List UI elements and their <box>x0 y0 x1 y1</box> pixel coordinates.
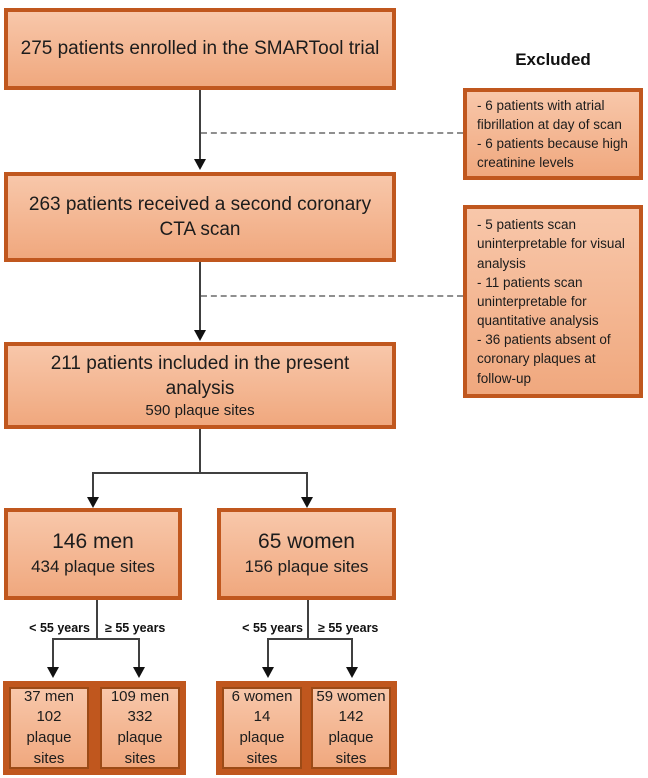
connector-to-men <box>92 472 94 498</box>
leaf-box-women-over55: 59 women 142 plaque sites <box>311 687 391 769</box>
arrowhead-to-women <box>301 497 313 508</box>
connector-to-women <box>306 472 308 498</box>
excluded-box-2: - 5 patients scan uninterpretable for vi… <box>463 205 643 398</box>
flow-box-included: 211 patients included in the present ana… <box>4 342 396 429</box>
connector-men-over55 <box>138 638 140 667</box>
arrowhead-to-men <box>87 497 99 508</box>
excluded-box-1-text: - 6 patients with atrial fibrillation at… <box>477 97 628 171</box>
connector-men-under55 <box>52 638 54 667</box>
leaf-box-men-over55: 109 men 332 plaque sites <box>100 687 180 769</box>
flow-box-men-subtext: 434 plaque sites <box>31 556 155 576</box>
flow-box-included-subtext: 590 plaque sites <box>145 401 255 419</box>
arrowhead-women-under55 <box>262 667 274 678</box>
men-age-label-under55: < 55 years <box>29 621 90 635</box>
flow-box-enrolled-text: 275 patients enrolled in the SMARTool tr… <box>20 38 380 60</box>
arrowhead-cta-to-analysis <box>194 330 206 341</box>
women-age-label-over55: ≥ 55 years <box>318 621 379 635</box>
connector-cta-to-analysis <box>199 262 201 330</box>
connector-included-crossbar <box>92 472 308 474</box>
excluded-title: Excluded <box>515 50 591 69</box>
dashed-connector-exclusion-1 <box>201 132 463 134</box>
arrowhead-enrolled-to-cta <box>194 159 206 170</box>
women-age-label-under55: < 55 years <box>242 621 303 635</box>
connector-men-crossbar <box>52 638 140 640</box>
flow-box-women-title: 65 women <box>258 530 355 554</box>
connector-men-stem <box>96 600 98 640</box>
connector-women-under55 <box>267 638 269 667</box>
flow-box-second-cta-text: 263 patients received a second coronary … <box>28 193 372 240</box>
connector-included-stem <box>199 429 201 473</box>
leaf-group-women: 6 women 14 plaque sites 59 women 142 pla… <box>216 681 397 775</box>
leaf-group-men: 37 men 102 plaque sites 109 men 332 plaq… <box>3 681 186 775</box>
connector-women-crossbar <box>267 638 353 640</box>
flow-box-women: 65 women 156 plaque sites <box>217 508 396 600</box>
excluded-box-2-text: - 5 patients scan uninterpretable for vi… <box>477 217 625 386</box>
flow-box-women-subtext: 156 plaque sites <box>244 556 369 576</box>
arrowhead-men-under55 <box>47 667 59 678</box>
excluded-box-1: - 6 patients with atrial fibrillation at… <box>463 88 643 180</box>
flow-box-second-cta: 263 patients received a second coronary … <box>4 172 396 262</box>
dashed-connector-exclusion-2 <box>201 295 463 297</box>
arrowhead-men-over55 <box>133 667 145 678</box>
arrowhead-women-over55 <box>346 667 358 678</box>
flow-box-enrolled: 275 patients enrolled in the SMARTool tr… <box>4 8 396 90</box>
leaf-box-men-under55: 37 men 102 plaque sites <box>9 687 89 769</box>
men-age-label-over55: ≥ 55 years <box>105 621 166 635</box>
connector-enrolled-to-cta <box>199 90 201 159</box>
flow-box-men-title: 146 men <box>52 530 134 554</box>
flow-box-included-text: 211 patients included in the present ana… <box>50 352 350 399</box>
connector-women-stem <box>307 600 309 640</box>
connector-women-over55 <box>351 638 353 667</box>
leaf-box-women-under55: 6 women 14 plaque sites <box>222 687 302 769</box>
flow-box-men: 146 men 434 plaque sites <box>4 508 182 600</box>
